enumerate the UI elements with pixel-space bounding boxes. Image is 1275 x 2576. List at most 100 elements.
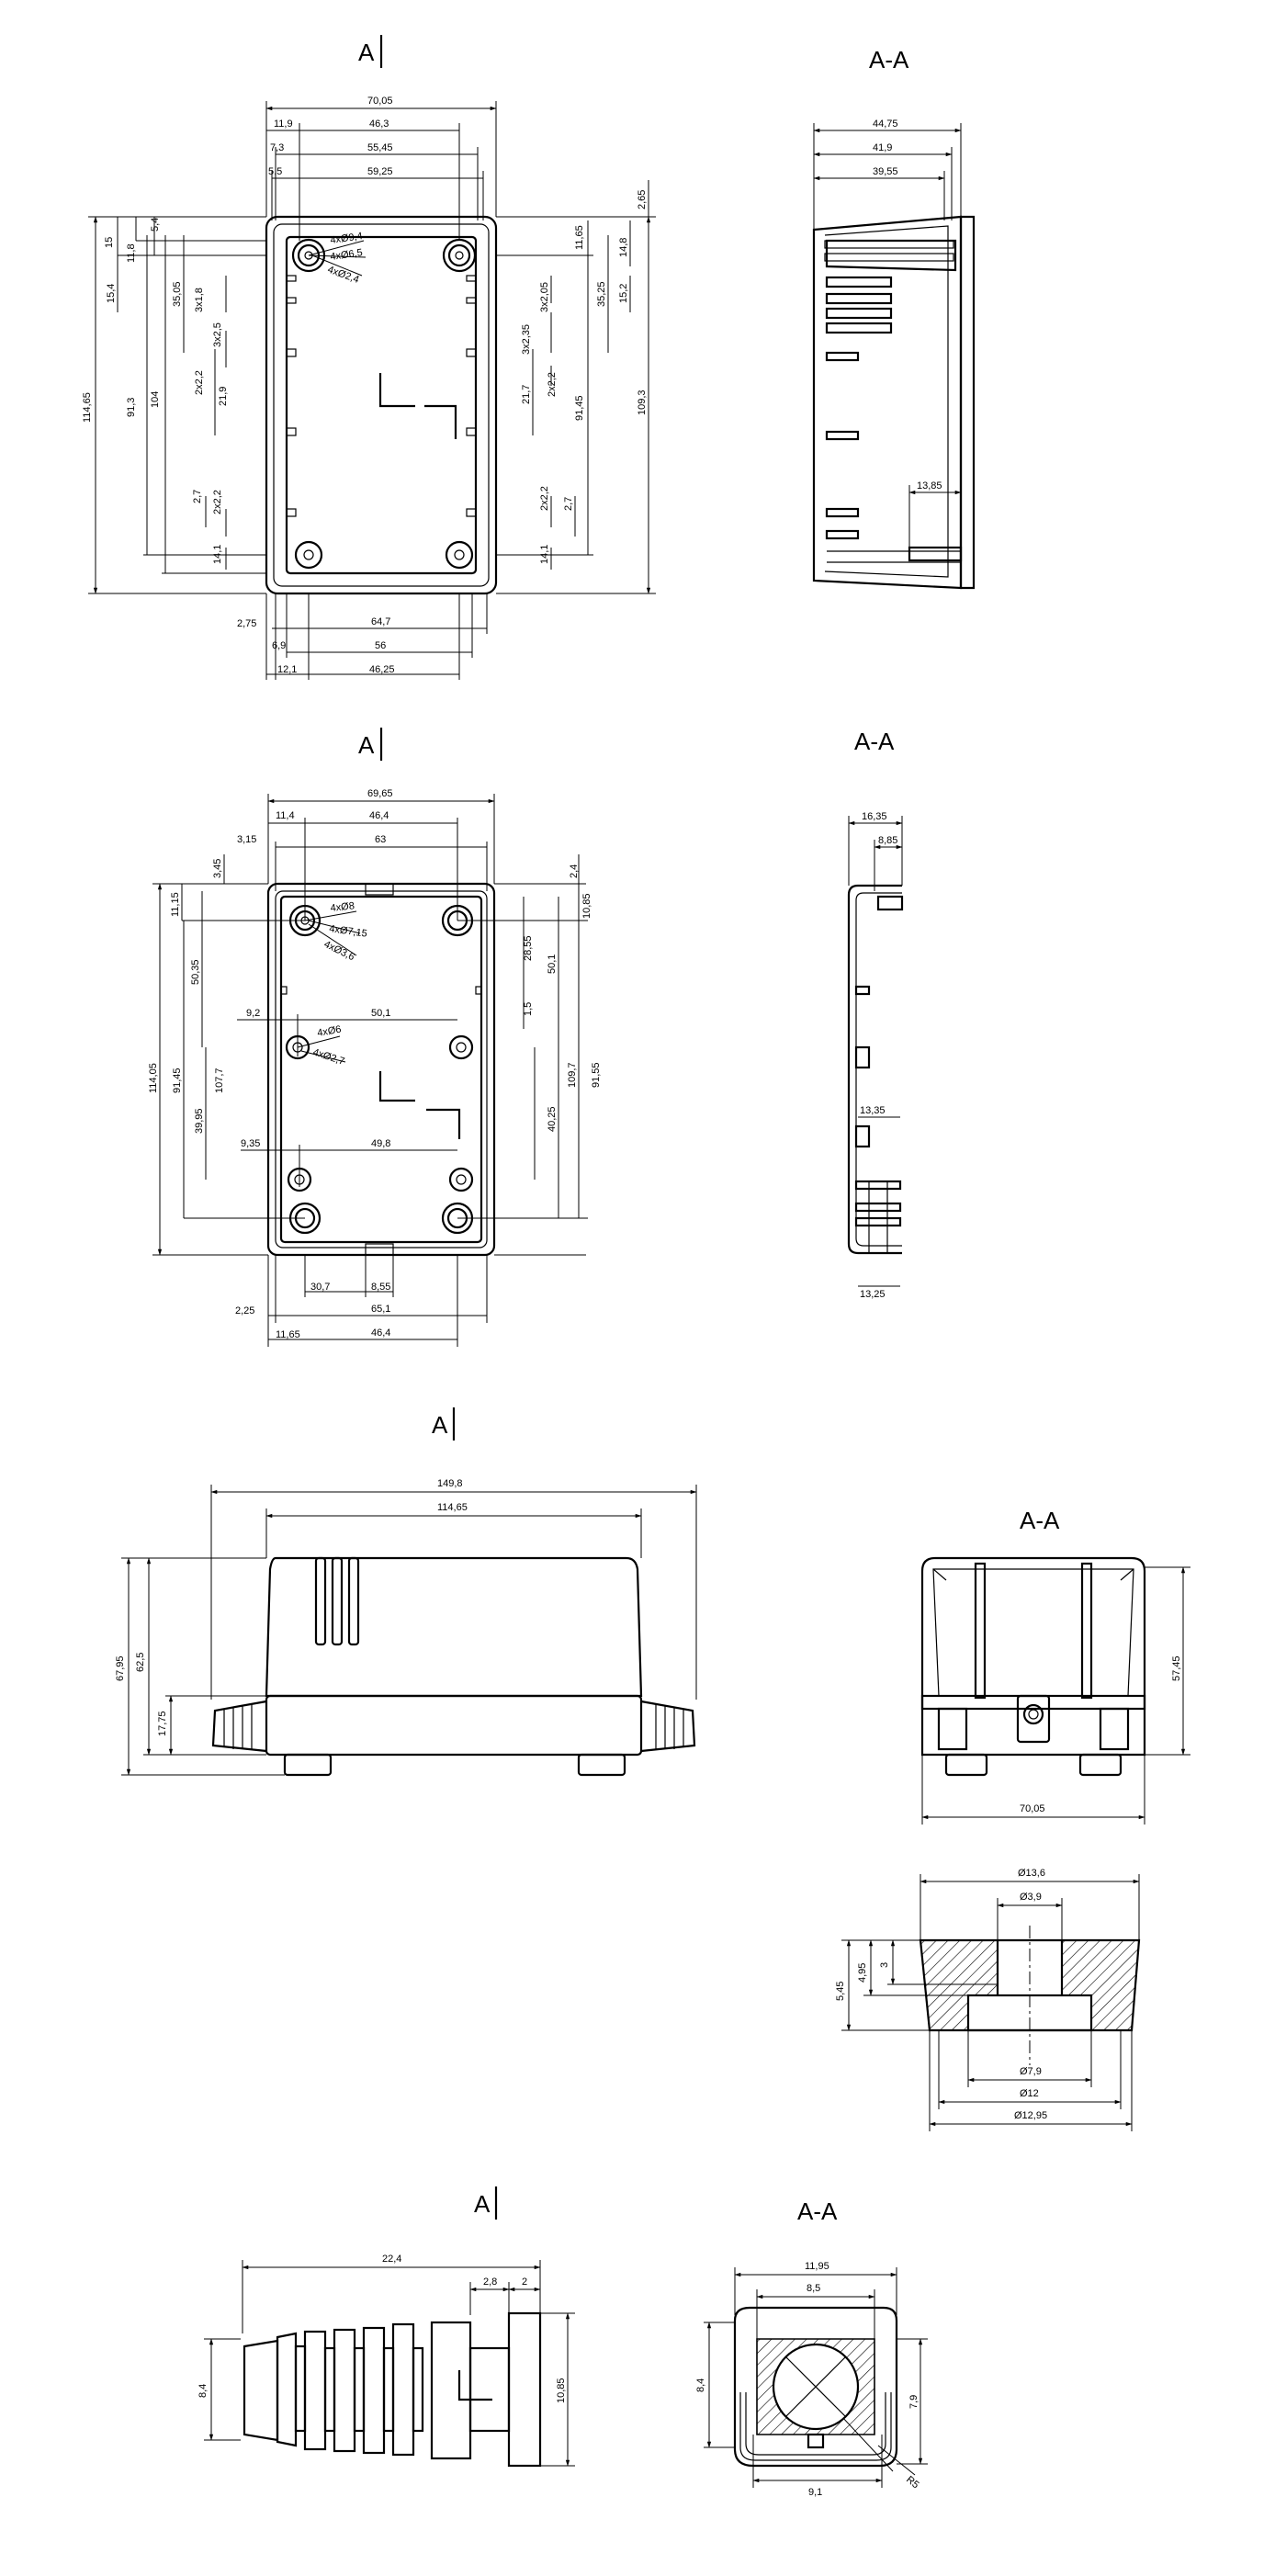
assembled-dim-1: 114,65: [437, 1502, 468, 1513]
foot-dim-1: Ø3,9: [1020, 1892, 1042, 1903]
lid-section-dim-2: 13,35: [860, 1105, 886, 1116]
base-dim-left-6: 3x1,8: [194, 288, 205, 312]
gland-dim-1: 2,8: [483, 2277, 497, 2288]
assembled-section-view: A-A 57,45 70,05: [920, 1507, 1190, 1825]
base-dim-bottom-4: 12,1: [277, 664, 297, 675]
base-dim-right-5: 3x2,05: [539, 282, 550, 312]
base-dim-top-3: 7,3: [270, 142, 284, 153]
lid-dim-left-1: 11,15: [170, 892, 181, 917]
lid-section-dim-1: 8,85: [878, 835, 897, 846]
assembled-dim-3: 62,5: [135, 1653, 146, 1672]
base-dim-left-5: 35,05: [172, 281, 183, 307]
gland-section-dim-4: 9,1: [808, 2487, 822, 2498]
foot-dim-0: Ø13,6: [1018, 1868, 1045, 1879]
lid-hole-callout-0: 4xØ8: [330, 900, 355, 914]
assembled-dim-2: 67,95: [115, 1655, 126, 1681]
base-dim-left-9: 104: [150, 391, 161, 408]
base-dim-left-10: 2x2,2: [194, 370, 205, 395]
lid-dim-right-4: 1,5: [523, 1002, 534, 1016]
base-dim-left-13: 2x2,2: [212, 490, 223, 514]
lid-dim-right-2: 28,55: [523, 935, 534, 961]
base-dim-left-7: 3x2,5: [212, 322, 223, 347]
gland-side-view: A 22,4 2,8 2 8,4 10,85: [197, 2186, 575, 2468]
lid-dim-left-4: 91,45: [172, 1068, 183, 1093]
base-dim-right-0: 2,65: [637, 190, 648, 209]
assembled-dim-4: 17,75: [157, 1711, 168, 1736]
gland-section-label: A-A: [797, 2198, 838, 2225]
gland-dim-3: 8,4: [197, 2384, 209, 2398]
base-dim-right-3: 35,25: [596, 281, 607, 307]
lid-dim-bottom-0: 30,7: [310, 1282, 330, 1293]
base-dim-right-9: 21,7: [521, 385, 532, 404]
lid-dim-right-7: 40,25: [547, 1106, 558, 1132]
assembled-section-dim-0: 57,45: [1171, 1655, 1182, 1681]
base-dim-bottom-1: 64,7: [371, 616, 390, 627]
base-dim-bottom-2: 6,9: [272, 640, 286, 651]
base-dim-right-6: 3x2,35: [521, 324, 532, 355]
lid-hole-callout-4: 4xØ2,7: [311, 1046, 345, 1067]
base-dim-right-4: 15,2: [618, 284, 629, 303]
base-dim-right-12: 2,7: [563, 497, 574, 511]
base-dim-right-7: 109,3: [637, 390, 648, 415]
base-dim-bottom-3: 56: [375, 640, 386, 651]
lid-dim-bottom-2: 2,25: [235, 1305, 254, 1316]
lid-section-dim-3: 13,25: [860, 1289, 886, 1300]
base-dim-top-5: 5,5: [268, 166, 282, 177]
gland-dim-0: 22,4: [382, 2254, 401, 2265]
foot-dim-7: Ø12,95: [1014, 2110, 1047, 2121]
base-dim-right-11: 2x2,2: [539, 486, 550, 511]
lid-section-dim-0: 16,35: [862, 811, 887, 822]
foot-dim-3: 4,95: [857, 1963, 868, 1983]
base-dim-top-2: 46,3: [369, 119, 389, 130]
base-dim-left-1: 15: [104, 237, 115, 248]
base-dim-bottom-0: 2,75: [237, 618, 256, 629]
base-dim-right-8: 91,45: [574, 395, 585, 421]
assembled-dim-0: 149,8: [437, 1478, 463, 1489]
lid-dim-left-5: 107,7: [214, 1068, 225, 1093]
lid-dim-left-2: 50,35: [190, 959, 201, 985]
base-dim-left-8: 91,3: [126, 398, 137, 417]
lid-inner-dim-1: 50,1: [371, 1008, 390, 1019]
base-section-dim-3: 13,85: [917, 480, 942, 491]
lid-dim-right-3: 50,1: [547, 955, 558, 974]
lid-dim-top-2: 46,4: [369, 810, 389, 821]
lid-view-a-label: A: [358, 731, 375, 759]
lid-dim-left-3: 114,05: [148, 1063, 159, 1093]
base-section-dim-2: 39,55: [873, 166, 898, 177]
base-plan-view: A 70,05 11,9 46,3 7,3 55,45 5,5 59,25 4x…: [82, 35, 656, 680]
base-dim-bottom-5: 46,25: [369, 664, 395, 675]
assembled-side-view: A 149,8 114,65 67,95 62,5 17,75: [115, 1407, 697, 1777]
lid-hole-callout-2: 4xØ3,6: [322, 939, 356, 963]
lid-plan-view: A 69,65 11,4 46,4 3,15 63 4xØ8 4xØ7,15 4…: [148, 728, 602, 1347]
assembled-section-dim-1: 70,05: [1020, 1803, 1045, 1814]
lid-hole-callout-1: 4xØ7,15: [329, 923, 368, 940]
lid-section-view: A-A 16,35 8,85 13,35 13,25: [847, 728, 904, 1300]
lid-dim-bottom-5: 46,4: [371, 1328, 390, 1339]
gland-dim-2: 2: [522, 2277, 527, 2288]
lid-dim-bottom-1: 8,55: [371, 1282, 390, 1293]
base-dim-top-0: 70,05: [367, 96, 393, 107]
lid-dim-top-4: 63: [375, 834, 386, 845]
foot-dim-6: Ø12: [1020, 2088, 1039, 2099]
lid-dim-top-3: 3,15: [237, 834, 256, 845]
base-hole-callout-2: 4xØ2,4: [326, 265, 360, 286]
base-dim-right-13: 14,1: [539, 545, 550, 564]
base-dim-right-1: 11,65: [574, 225, 585, 250]
lid-dim-right-0: 2,4: [569, 864, 580, 878]
base-hole-callout-0: 4xØ9,4: [330, 231, 364, 246]
base-dim-left-11: 21,9: [218, 387, 229, 406]
gland-section-dim-5: R5: [904, 2474, 920, 2491]
lid-dim-left-6: 39,95: [194, 1108, 205, 1134]
base-section-label: A-A: [869, 46, 909, 73]
base-section-view: A-A 44,75 41,9 39,55 13,85: [812, 46, 976, 590]
base-dim-right-2: 14,8: [618, 238, 629, 257]
base-dim-left-0: 114,65: [82, 392, 93, 423]
foot-dim-4: 3: [879, 1962, 890, 1968]
assembled-section-label: A-A: [1020, 1507, 1060, 1534]
base-section-dim-0: 44,75: [873, 119, 898, 130]
foot-section-view: Ø13,6 Ø3,9 5,45 4,95 3 Ø7,9 Ø12 Ø12,95: [835, 1868, 1141, 2131]
lid-dim-bottom-4: 11,65: [276, 1329, 300, 1340]
lid-inner-dim-0: 9,2: [246, 1008, 260, 1019]
lid-dim-right-5: 109,7: [567, 1062, 578, 1088]
